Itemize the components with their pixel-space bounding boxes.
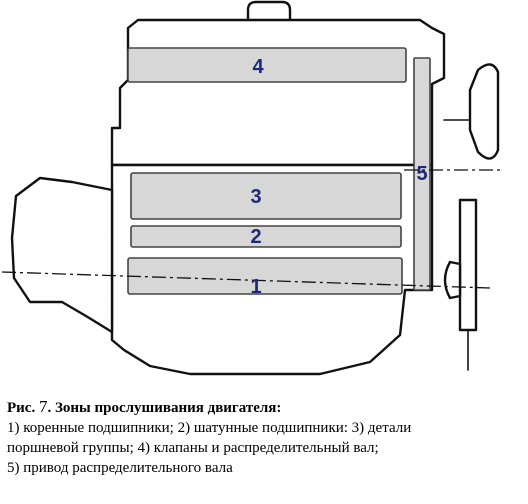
- caption-figure-number: 7: [38, 397, 48, 416]
- zone-3-label: 3: [250, 186, 261, 208]
- caption-line-3: 5) привод распределительного вала: [7, 460, 233, 476]
- caption-prefix: Рис.: [7, 400, 36, 416]
- zone-2-rect: [130, 225, 402, 248]
- zone-5-rect: [413, 57, 431, 291]
- caption-line-1: 1) коренные подшипники; 2) шатунные подш…: [7, 420, 412, 436]
- engine-diagram: 4 3 2 1 5: [1, 0, 500, 376]
- caption-title-line: Рис. 7. Зоны прослушивания двигателя:: [7, 397, 523, 418]
- zone-5-label: 5: [416, 163, 427, 185]
- pulley-hub-outline: [443, 260, 462, 300]
- engine-diagram-svg: 4 3 2 1 5: [1, 0, 500, 376]
- pulley-outline: [458, 198, 478, 332]
- zone-1-rect: [127, 257, 403, 295]
- cylinder-head-outline: [110, 18, 446, 167]
- fan-blade-outline: [468, 63, 500, 160]
- zone-2-label: 2: [250, 226, 261, 248]
- figure-caption: Рис. 7. Зоны прослушивания двигателя: 1)…: [7, 397, 523, 478]
- zone-1-label: 1: [250, 276, 261, 298]
- zone-4-label: 4: [252, 56, 264, 78]
- zone-4-rect: [127, 47, 407, 83]
- caption-line-2: поршневой группы; 4) клапаны и распредел…: [7, 440, 379, 456]
- front-housing-outline: [10, 176, 114, 334]
- crankshaft-axis: [1, 271, 491, 289]
- zone-3-rect: [130, 172, 402, 220]
- caption-title: . Зоны прослушивания двигателя:: [47, 400, 282, 416]
